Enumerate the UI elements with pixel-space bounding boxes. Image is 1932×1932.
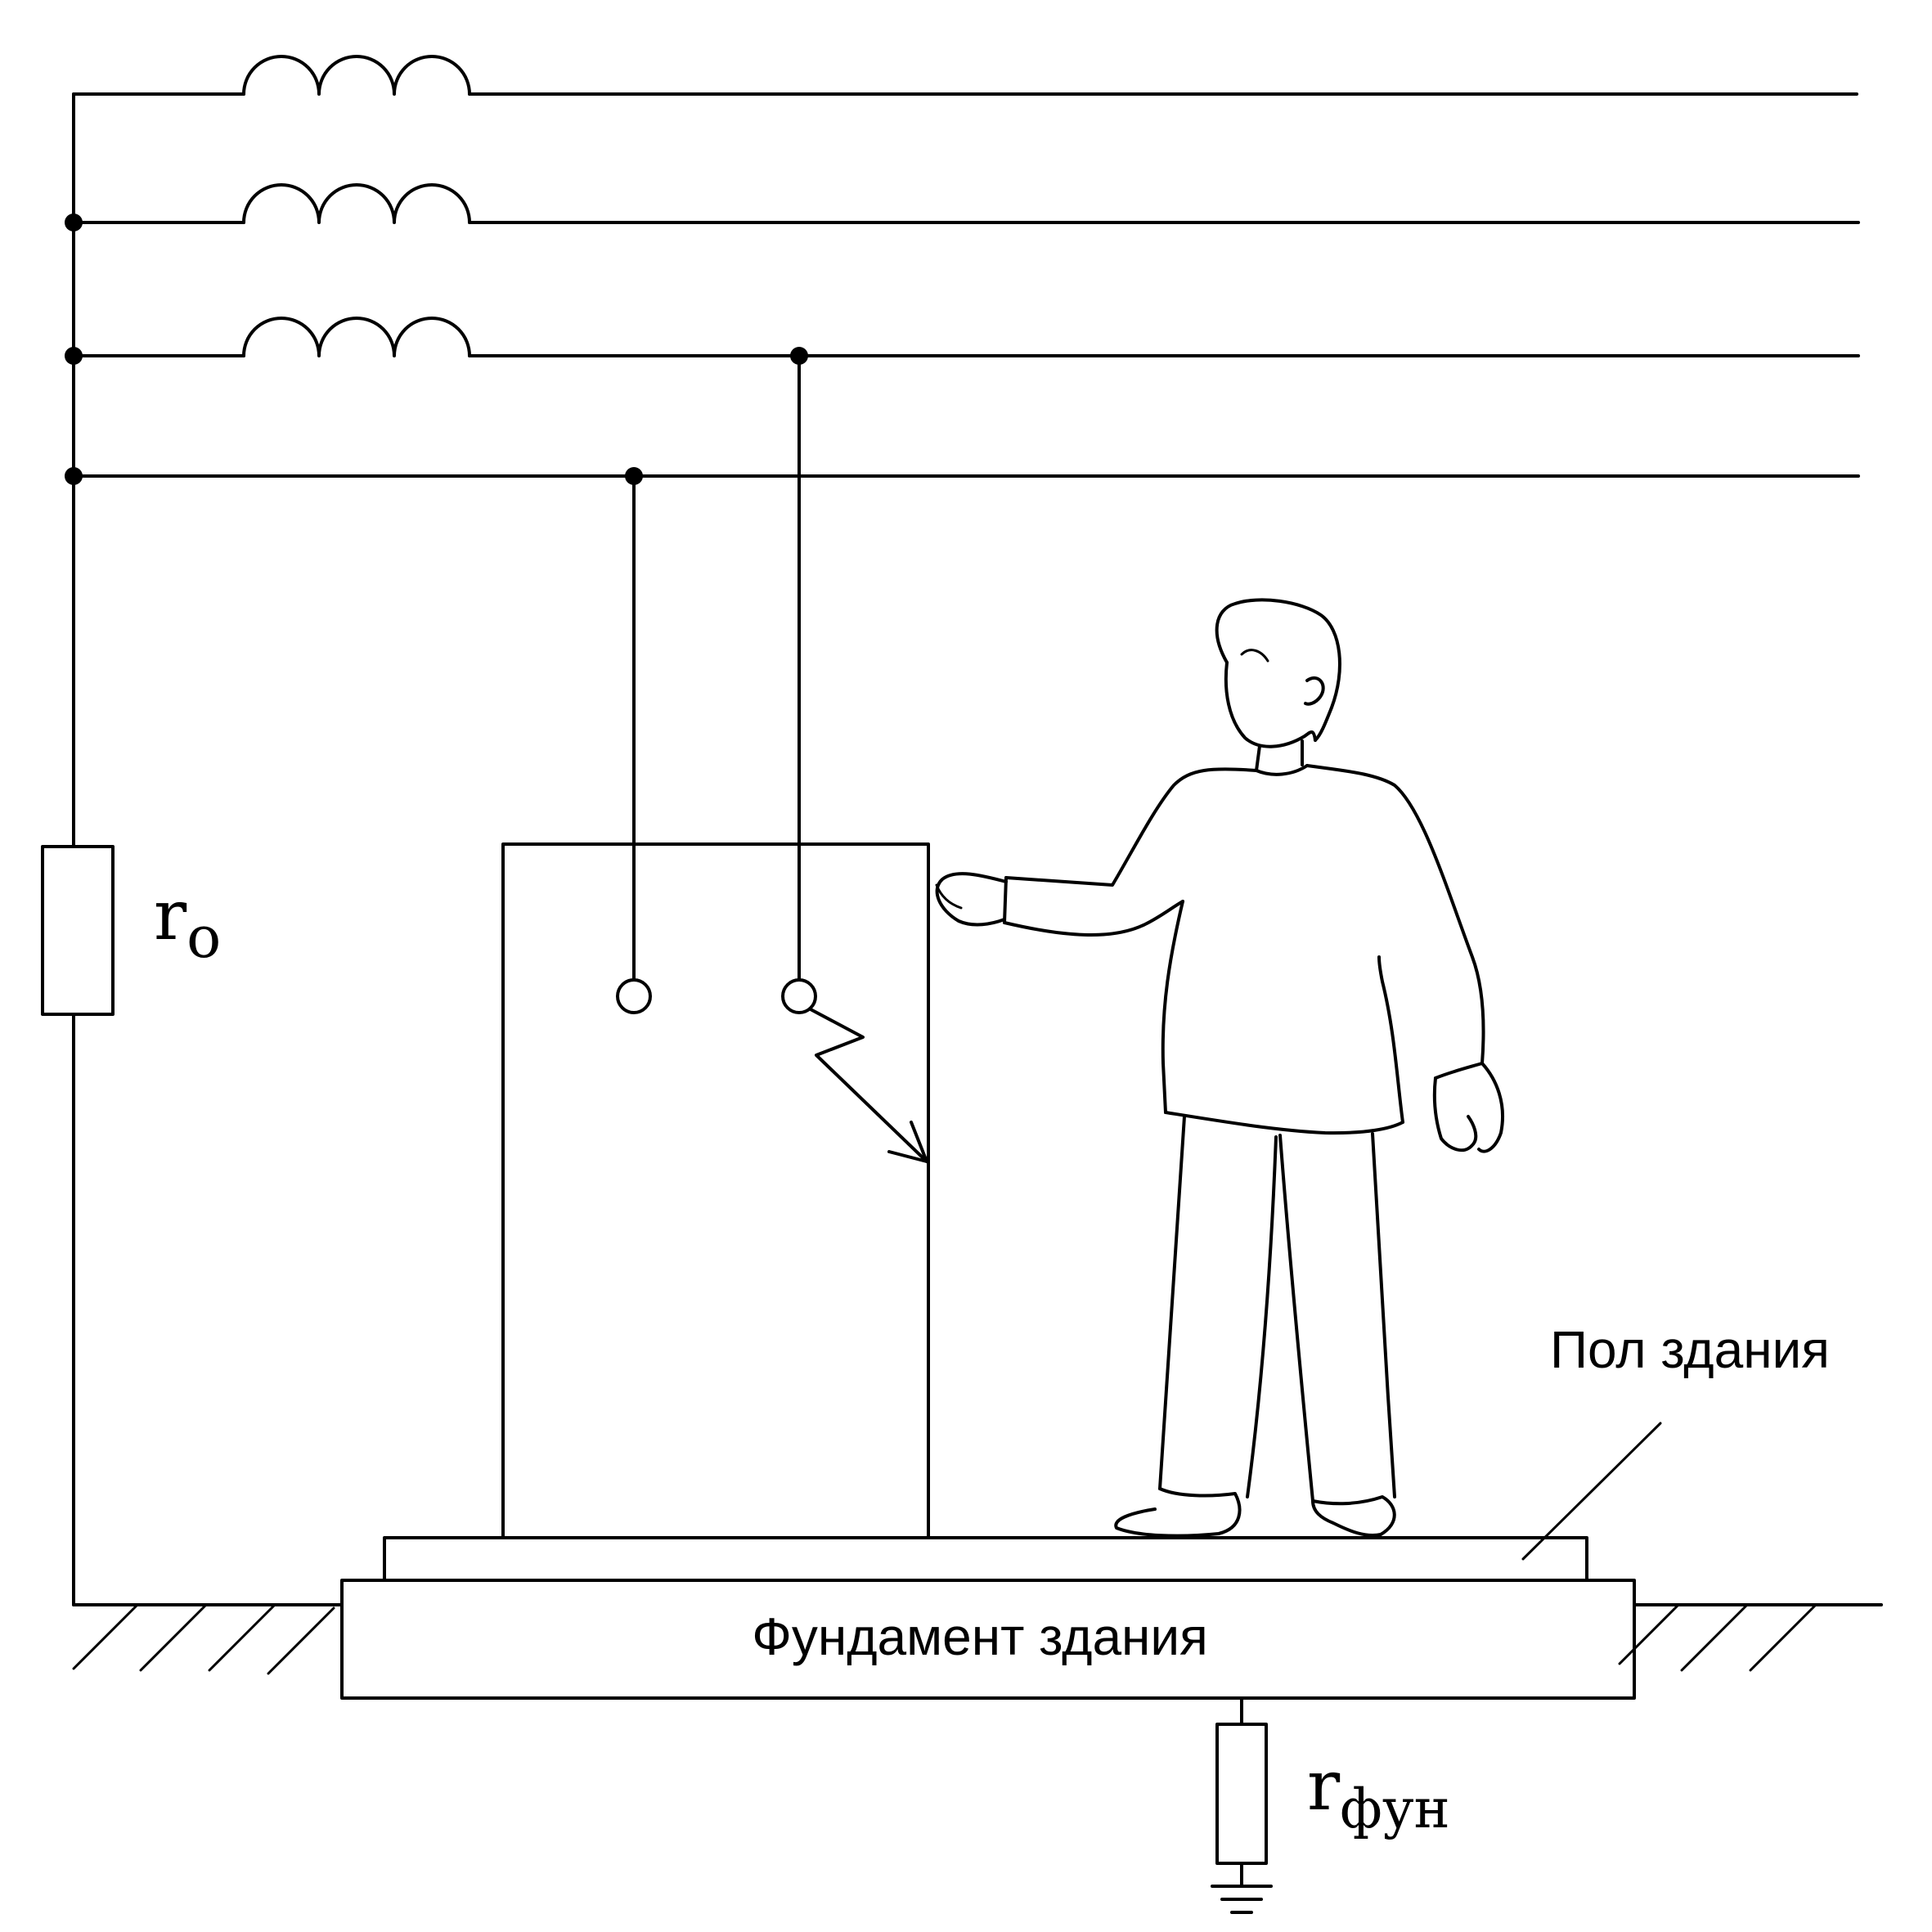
ground-surface: [72, 1603, 1883, 1675]
insulation-fault-arrow: [809, 1008, 928, 1163]
label-foundation: Фундамент здания: [752, 1607, 1208, 1666]
phase-line-1: [72, 55, 1858, 96]
resistor-r0: [41, 845, 115, 1016]
label-r0: ro: [154, 875, 221, 971]
phase-line-2: [72, 183, 1860, 224]
junction-dot: [65, 347, 83, 365]
phase-line-3: [72, 317, 1860, 357]
building-foundation: [340, 1579, 1636, 1700]
label-floor: Пол здания: [1550, 1320, 1830, 1379]
junction-dot: [65, 213, 83, 231]
person-figure: [935, 598, 1505, 1538]
terminal-phase: [781, 978, 817, 1014]
junction-dot: [65, 467, 83, 485]
floor-leader-line: [1521, 1422, 1662, 1561]
terminal-neutral: [616, 978, 652, 1014]
label-rfun: rфун: [1307, 1746, 1450, 1840]
resistor-rfun: [1215, 1723, 1268, 1865]
ground-symbol: [1211, 1862, 1273, 1914]
building-floor: [383, 1536, 1588, 1582]
equipment-enclosure: [501, 842, 930, 1539]
